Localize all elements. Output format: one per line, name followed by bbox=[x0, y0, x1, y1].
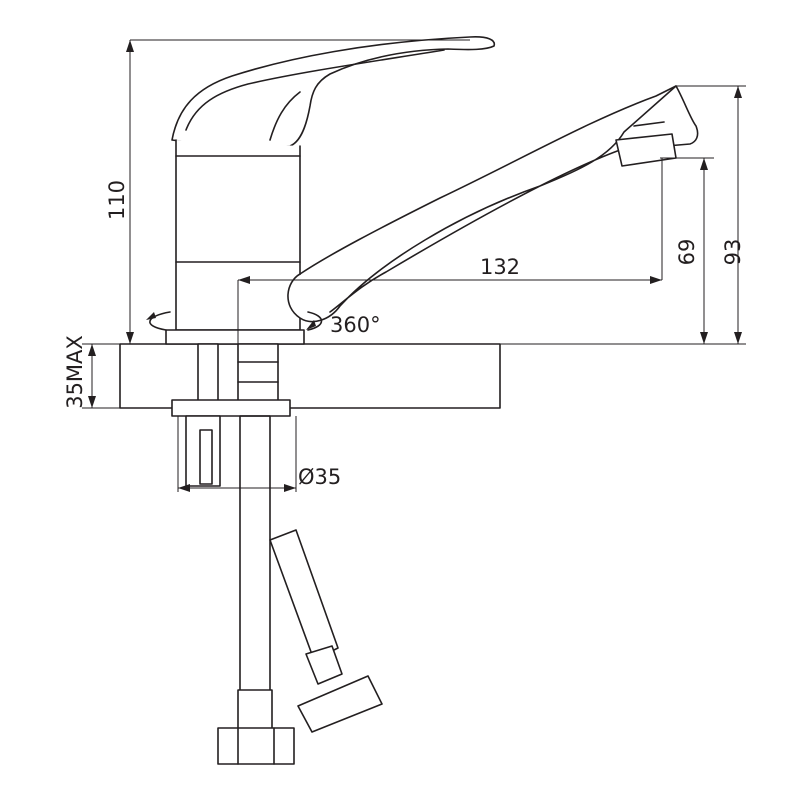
height-label: 110 bbox=[105, 180, 129, 220]
spout bbox=[287, 85, 699, 323]
dimension-countertop-max: 35MAX bbox=[63, 335, 120, 409]
supply-hoses bbox=[217, 415, 383, 765]
rotation-label: 360° bbox=[330, 313, 381, 337]
dimension-diameter-35: Ø35 bbox=[177, 416, 341, 492]
countertop-label: 35MAX bbox=[63, 335, 87, 409]
dimension-height-110: 110 bbox=[105, 39, 470, 344]
dimension-reach-132: 132 bbox=[237, 158, 663, 344]
reach-label: 132 bbox=[480, 255, 520, 279]
mounting-assembly bbox=[171, 343, 291, 487]
faucet-body bbox=[165, 139, 305, 345]
countertop bbox=[119, 343, 501, 409]
dimension-top-93: 93 bbox=[500, 85, 746, 345]
rotation-indicator: 360° bbox=[146, 311, 381, 337]
lever-handle bbox=[171, 36, 496, 148]
outlet-height-label: 69 bbox=[675, 239, 699, 266]
top-height-label: 93 bbox=[721, 239, 745, 266]
diameter-label: Ø35 bbox=[298, 465, 341, 489]
dimension-outlet-69: 69 bbox=[660, 157, 714, 344]
